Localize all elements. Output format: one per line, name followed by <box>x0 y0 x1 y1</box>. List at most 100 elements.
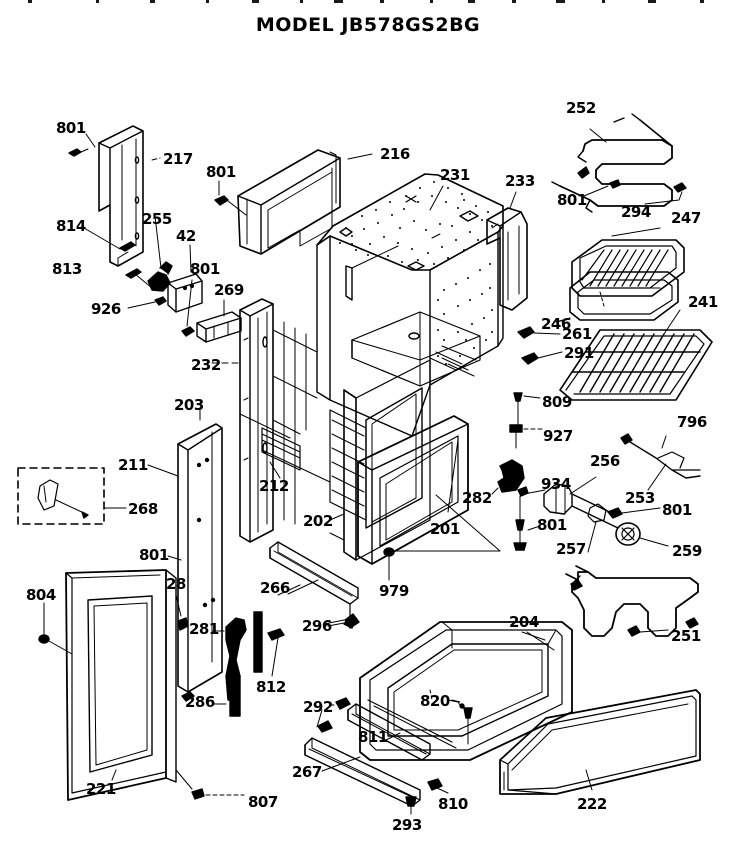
part-259-knob <box>615 522 669 547</box>
callout-232: 232 <box>191 356 221 374</box>
part-222-drawer-panel <box>499 689 701 795</box>
callout-796: 796 <box>677 413 707 431</box>
part-268-detail-inset <box>17 467 127 525</box>
callout-810: 810 <box>438 795 468 813</box>
callout-252: 252 <box>566 99 596 117</box>
callout-812: 812 <box>256 678 286 696</box>
page-title: MODEL JB578GS2BG <box>255 14 481 36</box>
part-212-front-frame <box>261 427 301 479</box>
scan-artifact-row <box>28 0 704 3</box>
callout-255: 255 <box>142 210 172 228</box>
part-934-screw <box>517 486 546 497</box>
part-286-lever <box>211 675 241 717</box>
callout-814: 814 <box>56 217 86 235</box>
part-801-screw-d <box>167 555 195 702</box>
callout-293: 293 <box>392 816 422 834</box>
callout-927: 927 <box>543 427 573 445</box>
callout-801: 801 <box>557 191 587 209</box>
callout-804: 804 <box>26 586 56 604</box>
callout-801: 801 <box>139 546 169 564</box>
callout-820: 820 <box>420 692 450 710</box>
part-241-oven-rack <box>559 329 713 401</box>
part-810-screw <box>427 778 449 794</box>
callout-257: 257 <box>556 540 586 558</box>
callout-294: 294 <box>621 203 651 221</box>
callout-926: 926 <box>91 300 121 318</box>
part-820-screw <box>447 699 473 745</box>
part-801-screw-b <box>181 279 195 337</box>
part-269-bracket <box>196 299 242 343</box>
callout-204: 204 <box>509 613 539 631</box>
part-233-bracket <box>486 191 528 311</box>
part-812-pin <box>267 628 285 677</box>
part-292-screw <box>327 697 351 710</box>
callout-979: 979 <box>379 582 409 600</box>
callout-253: 253 <box>625 489 655 507</box>
callout-807: 807 <box>248 793 278 811</box>
part-251-bake-element <box>565 565 699 637</box>
part-926-screw <box>127 296 167 309</box>
callout-296: 296 <box>302 617 332 635</box>
part-261-pin <box>517 326 561 339</box>
callout-801: 801 <box>537 516 567 534</box>
part-282-hinge-receiver <box>491 459 525 495</box>
part-979-screw <box>383 547 395 581</box>
callout-282: 282 <box>462 489 492 507</box>
part-246-broiler-pan <box>569 271 679 321</box>
part-247-broiler-grid <box>571 239 685 297</box>
part-202-front-frame <box>329 359 431 561</box>
callout-801: 801 <box>206 163 236 181</box>
callout-934: 934 <box>541 475 571 493</box>
part-296-pin <box>327 613 360 629</box>
part-221-oven-door <box>65 569 177 801</box>
part-203-211-side-panel <box>177 423 223 693</box>
part-801-screw-f <box>607 507 661 519</box>
part-807-screw <box>175 769 245 800</box>
part-801-screw-c <box>214 180 247 216</box>
callout-267: 267 <box>292 763 322 781</box>
callout-801: 801 <box>56 119 86 137</box>
callout-269: 269 <box>214 281 244 299</box>
callout-221: 221 <box>86 780 116 798</box>
oven-inner-rails <box>272 321 318 525</box>
callout-241: 241 <box>688 293 718 311</box>
callout-247: 247 <box>671 209 701 227</box>
callout-251: 251 <box>671 627 701 645</box>
callout-256: 256 <box>590 452 620 470</box>
callout-268: 268 <box>128 500 158 518</box>
callout-231: 231 <box>440 166 470 184</box>
callout-813: 813 <box>52 260 82 278</box>
oven-cavity-bottom <box>239 413 331 483</box>
callout-212: 212 <box>259 477 289 495</box>
callout-28: 28 <box>166 575 186 593</box>
part-204-drawer <box>359 621 573 761</box>
part-801-screw-e <box>583 179 621 197</box>
part-813-clip <box>125 268 153 289</box>
callout-281: 281 <box>189 620 219 638</box>
oven-interior-shelf <box>351 311 481 387</box>
callout-801: 801 <box>190 260 220 278</box>
callout-801: 801 <box>662 501 692 519</box>
callout-259: 259 <box>672 542 702 560</box>
element-terminal-b <box>673 182 687 193</box>
part-217-bracket <box>98 125 144 267</box>
part-809-screw <box>513 392 541 426</box>
part-293-screw <box>405 796 417 815</box>
callout-292: 292 <box>303 698 333 716</box>
callout-222: 222 <box>577 795 607 813</box>
part-796-harness <box>620 433 701 479</box>
callout-291: 291 <box>564 344 594 362</box>
callout-203: 203 <box>174 396 204 414</box>
callout-809: 809 <box>542 393 572 411</box>
callout-266: 266 <box>260 579 290 597</box>
part-801-screw-a <box>68 148 89 157</box>
callout-261: 261 <box>562 325 592 343</box>
part-804-screw <box>38 602 73 655</box>
callout-211: 211 <box>118 456 148 474</box>
element-terminal-a <box>577 166 590 179</box>
oven-interior-rack-guides <box>329 409 367 521</box>
part-814-clip <box>83 227 136 252</box>
part-231-oven-body <box>316 173 504 437</box>
